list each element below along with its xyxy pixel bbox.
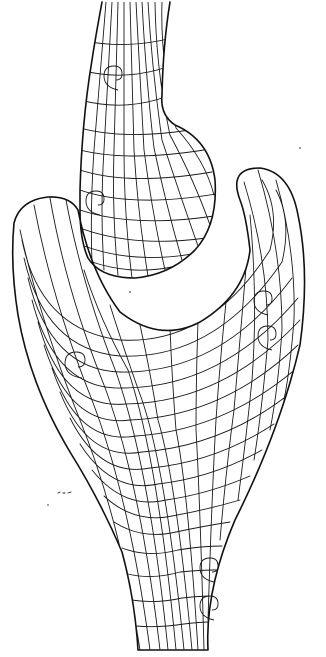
upper-bone-mesh (80, 2, 216, 278)
upper-bone (80, 2, 216, 278)
lower-bone-mesh (20, 170, 300, 650)
upper-bone-vortices (86, 66, 122, 215)
